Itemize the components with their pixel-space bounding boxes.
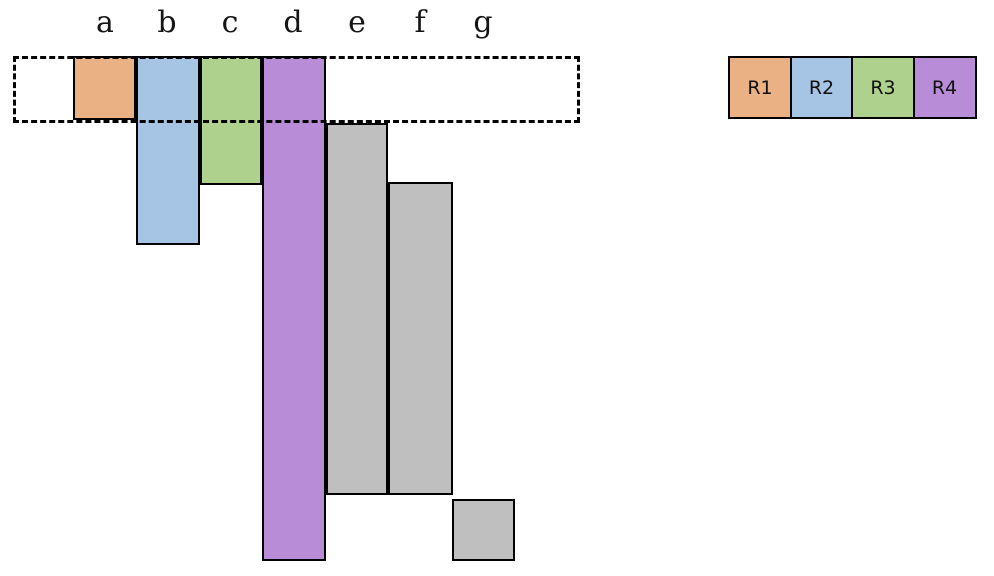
legend-item-r3[interactable]: R3	[851, 56, 915, 119]
legend-item-label: R1	[747, 76, 773, 99]
axis-label-g: g	[473, 5, 493, 40]
axis-label-f: f	[414, 5, 426, 40]
bar-f[interactable]	[388, 182, 453, 495]
axis-label-d: d	[283, 5, 303, 40]
bar-e[interactable]	[326, 123, 388, 495]
bar-g[interactable]	[452, 499, 515, 561]
legend-item-r1[interactable]: R1	[728, 56, 792, 119]
axis-label-b: b	[157, 5, 177, 40]
axis-label-a: a	[96, 5, 114, 40]
legend: R1 R2 R3 R4	[728, 56, 977, 119]
axis-label-e: e	[348, 5, 366, 40]
legend-item-r2[interactable]: R2	[789, 56, 854, 119]
bar-b[interactable]	[136, 56, 200, 245]
legend-item-label: R4	[931, 76, 958, 99]
legend-item-label: R3	[870, 76, 896, 99]
bar-d[interactable]	[262, 56, 326, 561]
threshold-region-outline	[13, 56, 580, 123]
legend-item-r4[interactable]: R4	[912, 56, 977, 119]
axis-label-c: c	[221, 5, 239, 40]
legend-item-label: R2	[808, 76, 835, 99]
